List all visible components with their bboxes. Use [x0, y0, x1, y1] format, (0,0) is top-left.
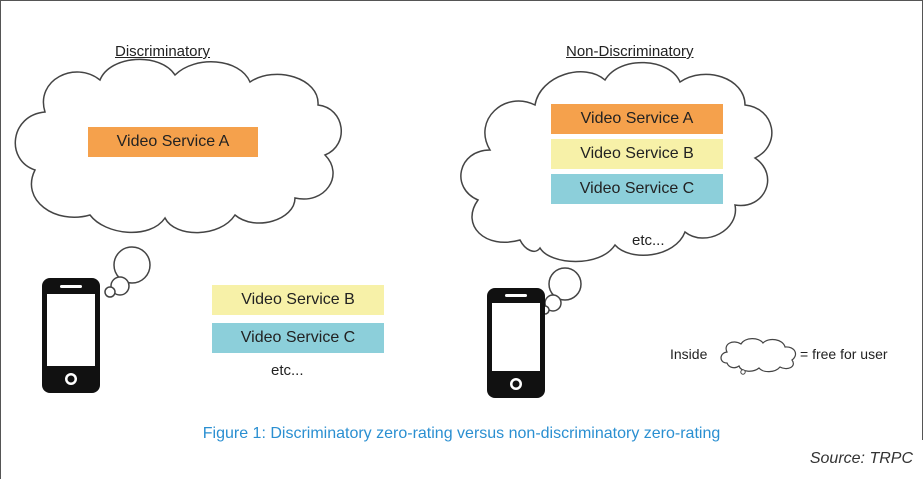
right-panel-title: Non-Discriminatory	[566, 43, 694, 60]
right-thought-bubble-large	[548, 267, 582, 301]
legend-prefix: Inside	[670, 346, 708, 362]
left-etc-label: etc...	[271, 362, 304, 379]
frame-left-border	[0, 0, 1, 479]
left-panel-title: Discriminatory	[115, 43, 211, 60]
left-thought-bubble-large	[113, 246, 151, 284]
source-credit: Source: TRPC	[809, 450, 913, 467]
figure-caption: Figure 1: Discriminatory zero-rating ver…	[202, 425, 721, 442]
frame-top-border	[0, 0, 923, 1]
legend-cloud-icon	[720, 338, 797, 375]
left-thought-bubble-small	[104, 286, 116, 298]
right-inside-service-a: Video Service A	[551, 104, 723, 134]
left-outside-service-c: Video Service C	[212, 323, 384, 353]
left-outside-service-b: Video Service B	[212, 285, 384, 315]
left-phone-icon	[42, 278, 100, 393]
left-inside-service-a: Video Service A	[88, 127, 258, 157]
right-inside-service-b: Video Service B	[551, 139, 723, 169]
right-etc-label: etc...	[632, 232, 665, 249]
right-inside-service-c: Video Service C	[551, 174, 723, 204]
right-phone-icon	[487, 288, 545, 398]
legend-suffix: = free for user	[800, 346, 888, 362]
